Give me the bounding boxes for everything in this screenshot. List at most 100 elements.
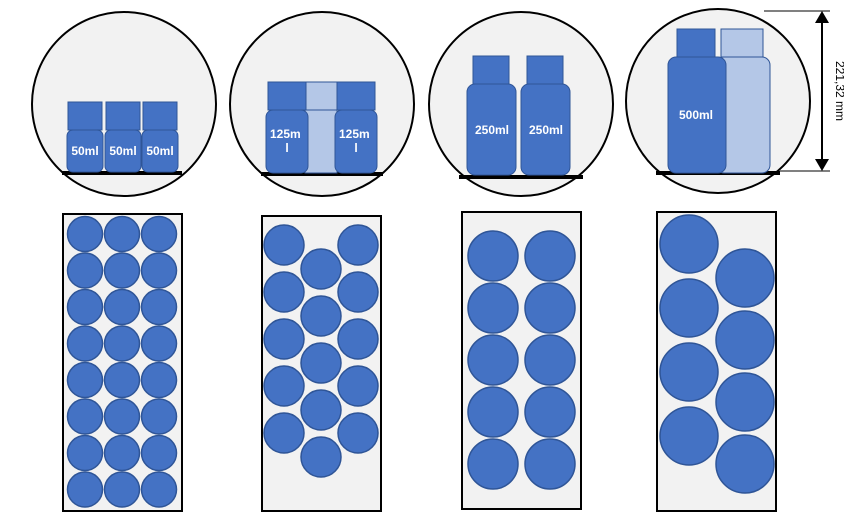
tray-bottle-circle: [337, 412, 379, 454]
tray-bottle-circle: [715, 372, 775, 432]
tray-bottle-circle: [524, 334, 576, 386]
bottle-body: [141, 129, 179, 173]
tray-bottle-circle: [140, 252, 178, 289]
tray-bottle-circle: [524, 438, 576, 490]
bottle: 50ml: [141, 101, 179, 173]
bottle-body: [334, 109, 378, 174]
tray-bottle-circle: [659, 342, 719, 402]
tray-bottle-circle: [337, 271, 379, 313]
tray-circles: [467, 230, 576, 490]
tray-bottle-circle: [140, 434, 178, 472]
bottle-label: 50ml: [71, 144, 98, 158]
tray-bottle-circle: [140, 361, 178, 399]
tray-bottle-circle: [140, 215, 178, 253]
ghost-bottle-cap: [720, 28, 764, 58]
tray-bottle-circle: [66, 252, 104, 289]
bottle-label: 250ml: [529, 123, 563, 137]
bottle-label: 125m l: [270, 127, 304, 155]
tray-bottle-circle: [66, 434, 104, 472]
tray-bottle-circle: [300, 342, 342, 384]
tray-bottle-circle: [263, 318, 305, 360]
tray-bottle-circle: [66, 215, 104, 253]
bottle-label-line2: l: [354, 141, 357, 155]
bottle: 250ml: [520, 55, 571, 176]
tray-bottle-circle: [467, 438, 519, 490]
tray-bottle-circle: [103, 434, 141, 472]
tray-bottle-circle: [103, 215, 141, 253]
tray-500ml: [656, 211, 777, 512]
tray-bottle-circle: [66, 471, 104, 508]
bottle-label: 50ml: [146, 144, 173, 158]
tray-bottle-circle: [467, 230, 519, 282]
tray-bottle-circle: [103, 252, 141, 289]
bottle-cap: [472, 55, 510, 85]
tray-bottle-circle: [103, 288, 141, 326]
tray-bottle-circle: [263, 224, 305, 266]
tray-bottle-circle: [337, 224, 379, 266]
tray-bottle-circle: [263, 271, 305, 313]
bottle-label-line2: l: [285, 141, 288, 155]
bottle-label-line1: 125m: [339, 127, 370, 141]
side-view-circle-50ml: 50ml 50ml 50ml: [31, 11, 217, 197]
panel-250ml: 250ml 250ml: [428, 11, 614, 510]
tray-bottle-circle: [263, 412, 305, 454]
tray-bottle-circle: [467, 334, 519, 386]
tray-bottle-circle: [659, 214, 719, 274]
bottle-label: 250ml: [475, 123, 509, 137]
bottle: 500ml: [667, 28, 727, 174]
bottle-body: [520, 83, 571, 176]
bottle-label-line1: 125m: [270, 127, 301, 141]
tray-bottle-circle: [715, 310, 775, 370]
tray-circles: [66, 215, 178, 508]
tray-bottle-circle: [300, 295, 342, 337]
bottle: 125m l: [334, 81, 378, 174]
tray-bottle-circle: [140, 325, 178, 362]
tray-bottle-circle: [524, 230, 576, 282]
tray-bottle-circle: [337, 318, 379, 360]
tray-bottle-circle: [66, 398, 104, 435]
tray-circles: [263, 224, 379, 478]
tray-50ml: [62, 213, 183, 512]
tray-bottle-circle: [66, 361, 104, 399]
bottle-body: [466, 83, 517, 176]
bottle-cap: [336, 81, 376, 111]
tray-bottle-circle: [103, 325, 141, 362]
ghost-bottle: [715, 28, 771, 174]
tray-bottle-circle: [524, 282, 576, 334]
tray-bottle-circle: [103, 361, 141, 399]
bottle-cap: [105, 101, 141, 131]
tray-bottle-circle: [140, 288, 178, 326]
tray-bottle-circle: [467, 386, 519, 438]
side-view-circle-250ml: 250ml 250ml: [428, 11, 614, 197]
tray-bottle-circle: [66, 325, 104, 362]
tray-bottle-circle: [300, 389, 342, 431]
tray-bottle-circle: [103, 471, 141, 508]
tray-250ml: [461, 211, 582, 510]
tray-bottle-circle: [467, 282, 519, 334]
bottle-body: [667, 56, 727, 174]
tray-125ml: [261, 215, 382, 512]
panel-50ml: 50ml 50ml 50ml: [31, 11, 217, 512]
tray-bottle-circle: [715, 248, 775, 308]
side-view-circle-125ml: 125m l 125m l: [229, 11, 415, 197]
bottle-body: [265, 109, 309, 174]
tray-bottle-circle: [140, 398, 178, 435]
tray-bottle-circle: [140, 471, 178, 508]
bottle: 50ml: [66, 101, 104, 173]
tray-bottle-circle: [300, 248, 342, 290]
tray-bottle-circle: [715, 434, 775, 494]
bottle-cap: [526, 55, 564, 85]
bottle-cap: [676, 28, 716, 58]
tray-bottle-circle: [66, 288, 104, 326]
bottle-cap: [67, 101, 103, 131]
panel-125ml: 125m l 125m l: [229, 11, 415, 512]
tray-bottle-circle: [263, 365, 305, 407]
bottle-body: [66, 129, 104, 173]
bottle-label: 125m l: [339, 127, 373, 155]
tray-bottle-circle: [103, 398, 141, 435]
tray-bottle-circle: [337, 365, 379, 407]
ghost-bottle: [303, 81, 339, 174]
panel-500ml: 500ml: [625, 8, 811, 512]
tray-bottle-circle: [300, 436, 342, 478]
